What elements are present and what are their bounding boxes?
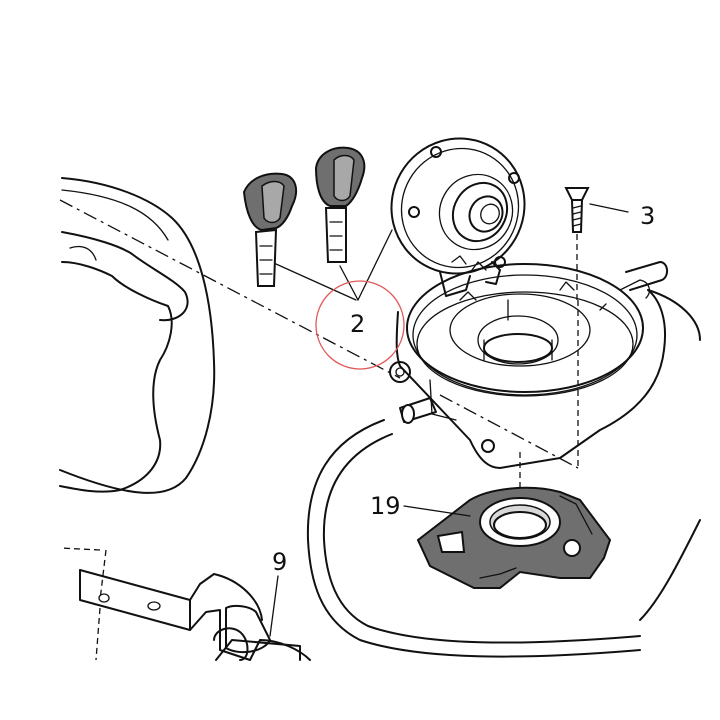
ignition-key-left [242, 172, 298, 287]
highlight-circle [315, 280, 405, 370]
callout-bracket: 9 [272, 548, 287, 576]
fuel-cap [390, 137, 526, 297]
callout-keys: 2 [350, 310, 365, 338]
fuel-tank [59, 177, 216, 494]
ignition-key-right [314, 146, 366, 263]
callout-gasket: 19 [370, 492, 401, 520]
fuel-hose [306, 397, 701, 658]
filler-neck-base [389, 261, 701, 469]
filler-gasket [416, 486, 612, 589]
callout-screw: 3 [640, 202, 655, 230]
screw [564, 187, 590, 300]
leader-lines [269, 203, 629, 637]
mounting-bracket [79, 569, 311, 661]
